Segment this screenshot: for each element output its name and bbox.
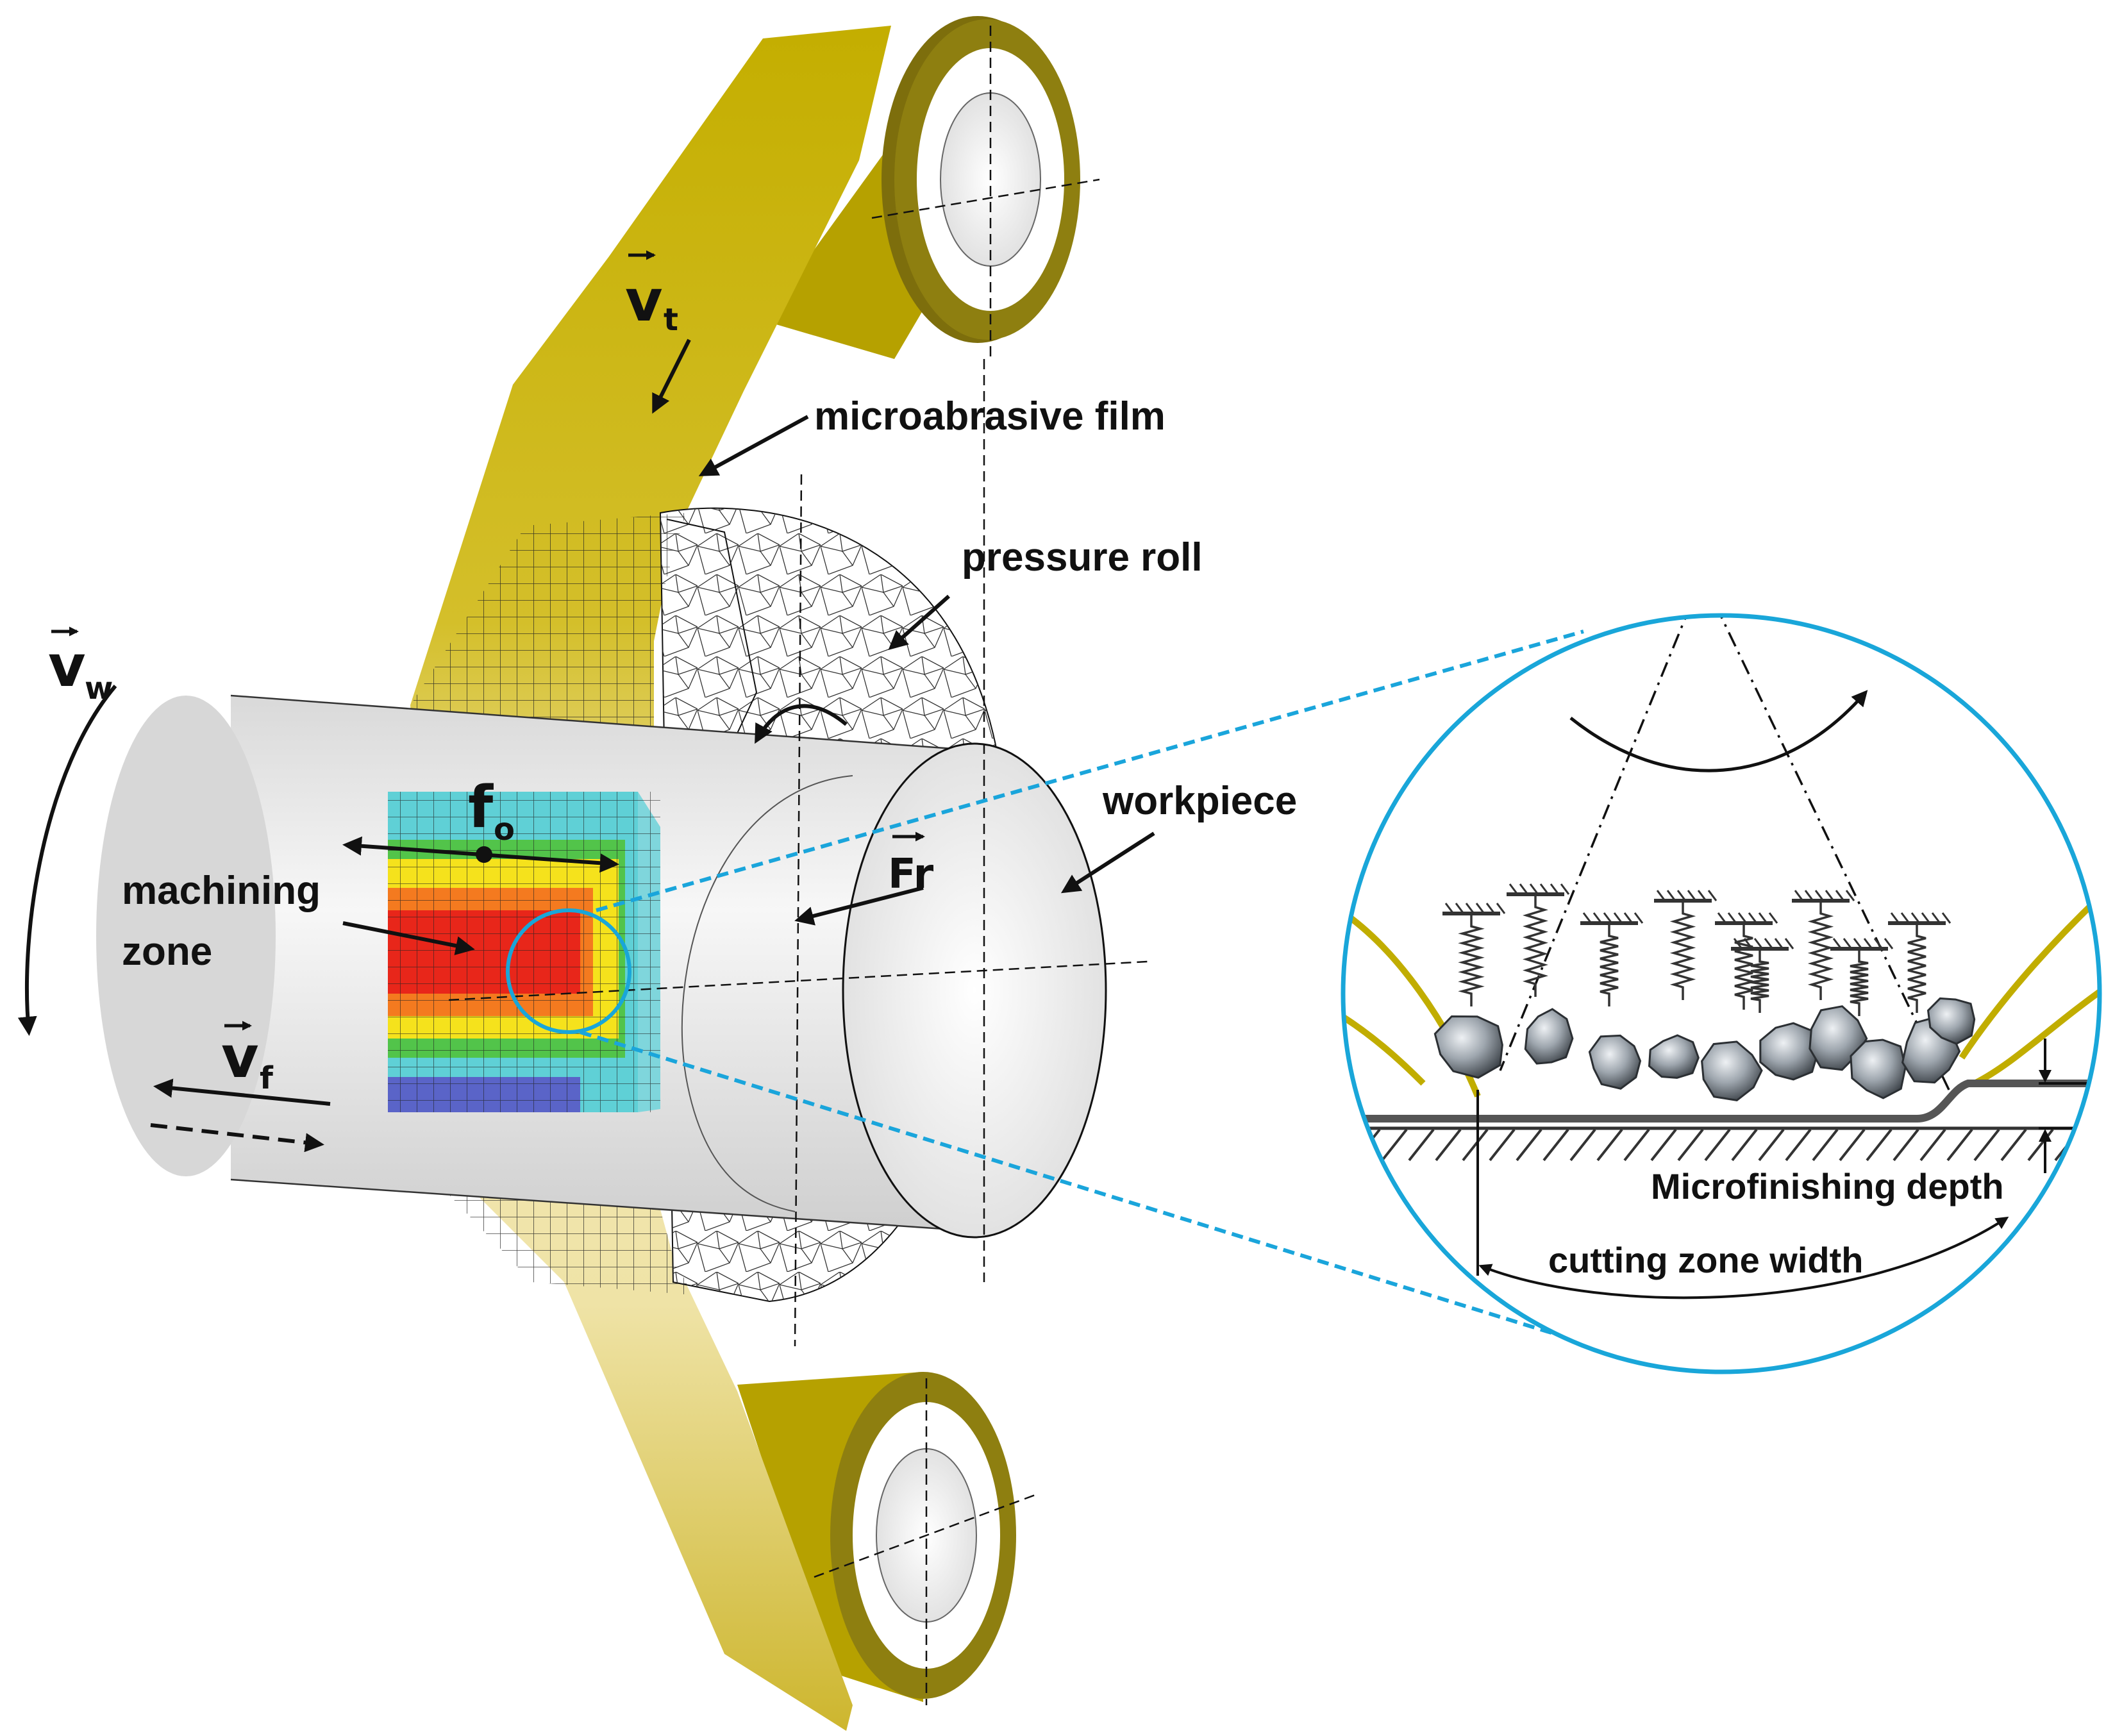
symbol-fr: Fr (888, 851, 934, 898)
abrasive-grain-icon (1759, 1022, 1819, 1081)
hatch-stroke (1839, 1128, 1866, 1162)
label-zone: zone (122, 930, 212, 974)
symbol-vf: v (221, 1024, 259, 1091)
hatch-stroke (1343, 1128, 1354, 1162)
hatch-stroke (1758, 1128, 1785, 1162)
hatch-stroke (1677, 1128, 1704, 1162)
label-pressure-roll: pressure roll (962, 535, 1203, 580)
hatch-stroke (1516, 1128, 1542, 1162)
hatch-stroke (1650, 1128, 1677, 1162)
rotation-arrow (1569, 690, 1868, 772)
label-microfinishing-depth: Microfinishing depth (1651, 1166, 2004, 1206)
arrow-icon (888, 594, 950, 650)
arrow-icon (342, 921, 475, 956)
vw-arc-arrow (17, 685, 117, 1036)
spring-icon (1654, 890, 1717, 1000)
roll-rotation-arrow (755, 704, 848, 744)
symbol-vw: v (48, 633, 86, 700)
hatch-stroke (1893, 1128, 1919, 1162)
hatch-stroke (2000, 1128, 2027, 1162)
hatch-stroke (1704, 1128, 1731, 1162)
film-edge-right (1959, 889, 2100, 1060)
spring-icon (1792, 890, 1855, 1000)
hatch-stroke (1946, 1128, 1973, 1162)
cone-lines (1499, 615, 1950, 1090)
top-roller (763, 16, 1100, 362)
fo-point (476, 846, 492, 863)
hatch-stroke (1435, 1128, 1462, 1162)
vt-arrow (652, 338, 691, 414)
arrow-icon (1060, 831, 1155, 894)
hatch-stroke (1542, 1128, 1569, 1162)
hatch-stroke (2081, 1128, 2100, 1162)
abrasive-grain-icon (1433, 1015, 1503, 1079)
label-microabrasive-film: microabrasive film (814, 394, 1166, 438)
hatch-stroke (1785, 1128, 1812, 1162)
hatch-stroke (1381, 1128, 1408, 1162)
symbol-vt: v (625, 267, 663, 335)
spring-icon (1580, 912, 1644, 1006)
machining-zone-heatmap (388, 792, 660, 1112)
label-machining: machining (122, 869, 321, 913)
hatch-stroke (1462, 1128, 1489, 1162)
hatch-stroke (1623, 1128, 1650, 1162)
abrasive-grain-icon (1850, 1039, 1907, 1099)
cutting-zone-width-marker (1476, 1090, 2009, 1299)
hatch-stroke (1919, 1128, 1946, 1162)
abrasive-grains (1433, 997, 1976, 1101)
vf-arrow-left (153, 1078, 331, 1106)
symbol-vt-sub: t (664, 302, 678, 338)
hatch-stroke (1596, 1128, 1623, 1162)
symbol-fo: f (468, 774, 494, 841)
vf-arrow-right (150, 1123, 324, 1153)
film-edge-left-2 (1343, 1010, 1426, 1086)
springs (1442, 883, 1951, 1016)
label-workpiece: workpiece (1102, 779, 1297, 823)
spring-icon (1507, 883, 1570, 997)
hatch-stroke (1812, 1128, 1839, 1162)
hatch-stroke (1408, 1128, 1435, 1162)
hatch-stroke (1731, 1128, 1758, 1162)
arrow-icon (698, 415, 809, 476)
symbol-vw-sub: w (85, 671, 113, 706)
bottom-roller (737, 1372, 1039, 1705)
spring-icon (1442, 903, 1506, 1006)
spring-icon (1715, 912, 1778, 1010)
abrasive-grain-icon (1524, 1008, 1574, 1065)
abrasive-grain-icon (1701, 1040, 1763, 1101)
symbol-vf-sub: f (260, 1060, 274, 1096)
abrasive-grain-icon (1588, 1034, 1642, 1090)
hatch-stroke (1866, 1128, 1893, 1162)
spring-icon (1830, 938, 1894, 1016)
hatch-stroke (1973, 1128, 2000, 1162)
symbol-fo-sub: o (494, 812, 515, 847)
detail-marker-circle (506, 908, 631, 1034)
film-edge-right-2 (1973, 984, 2100, 1087)
detail-view (1341, 613, 2102, 1374)
workpiece-surface (1346, 1080, 2100, 1123)
label-cutting-zone-width: cutting zone width (1548, 1240, 1863, 1280)
abrasive-grain-icon (1648, 1034, 1700, 1079)
abrasive-grain-icon (1926, 997, 1976, 1045)
hatch-stroke (1489, 1128, 1516, 1162)
spring-icon (1888, 912, 1951, 1013)
text-labels: microabrasive film pressure roll workpie… (48, 250, 2004, 1280)
arrow-icon (794, 886, 924, 926)
callout-lines (580, 630, 1616, 1355)
spring-icon (1731, 938, 1794, 1013)
hatch-stroke (1569, 1128, 1596, 1162)
